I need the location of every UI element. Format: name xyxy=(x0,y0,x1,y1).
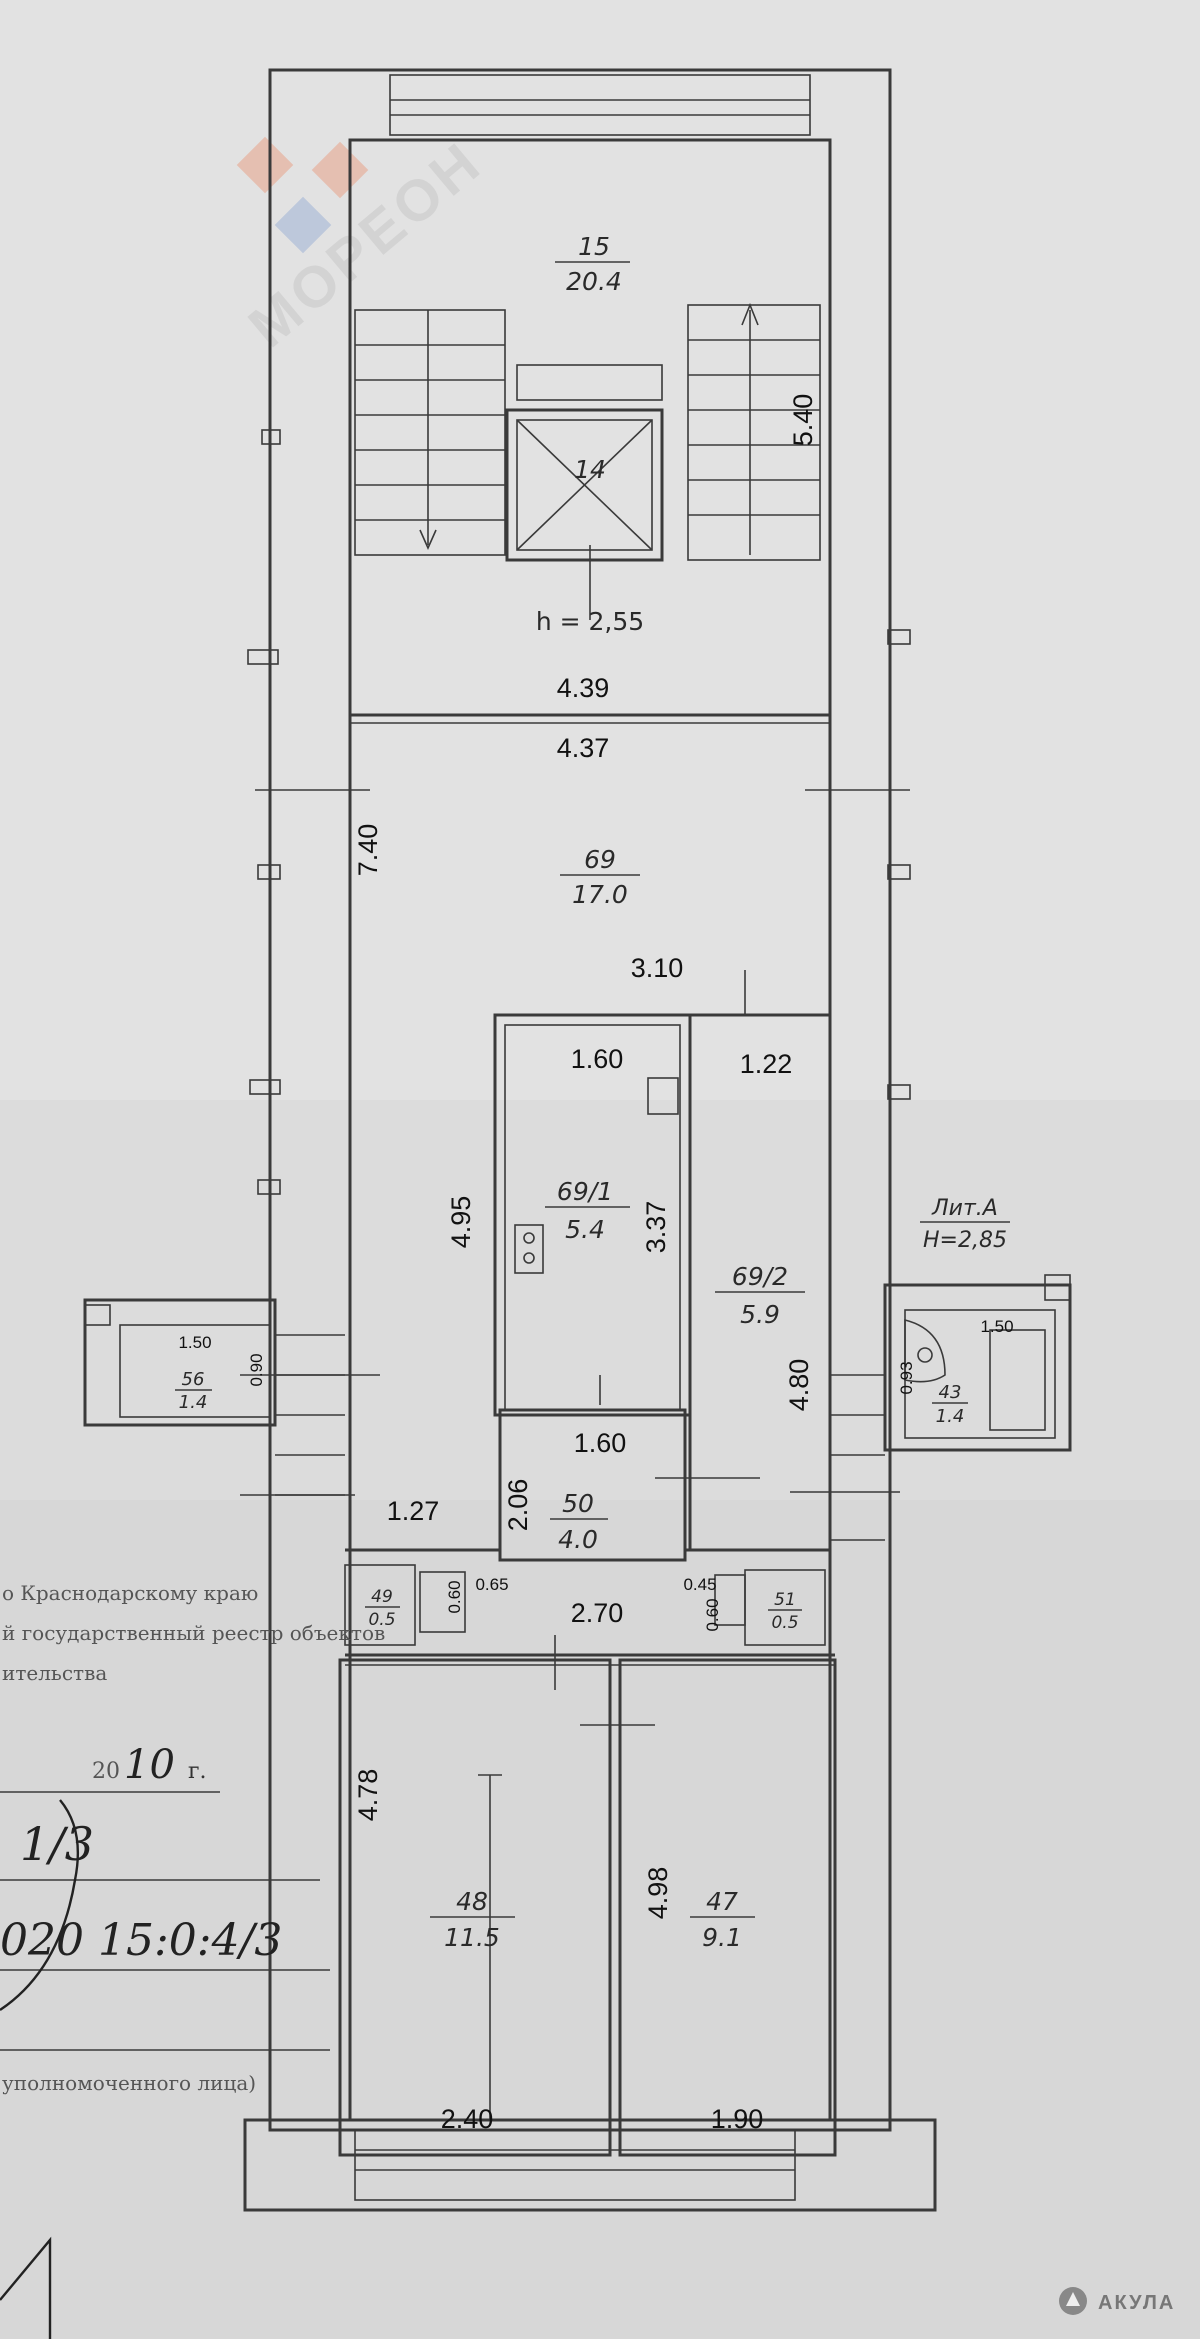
interior-walls xyxy=(345,713,830,1562)
footer-brand: АКУЛА xyxy=(1059,2287,1175,2315)
dim-0-90: 0.90 xyxy=(247,1353,266,1386)
dim-3-37: 3.37 xyxy=(641,1201,671,1254)
lit-name: Лит.А xyxy=(931,1196,998,1221)
dim-7-40: 7.40 xyxy=(353,824,383,877)
dim-2-40: 2.40 xyxy=(441,2104,494,2134)
dim-1-90: 1.90 xyxy=(711,2104,764,2134)
dim-4-78: 4.78 xyxy=(353,1769,383,1822)
stamp-year-suffix: г. xyxy=(188,1759,207,1784)
stamp-line-3: ительства xyxy=(2,1661,107,1685)
dim-5-40: 5.40 xyxy=(788,394,818,447)
room-50-area: 4.0 xyxy=(558,1525,598,1554)
stamp-bottom-line: уполномоченного лица) xyxy=(2,2071,256,2095)
dim-4-95: 4.95 xyxy=(446,1196,476,1249)
room-15-area: 20.4 xyxy=(566,267,622,296)
elevator-shaft xyxy=(505,364,664,620)
ceiling-height: h = 2,55 xyxy=(536,607,644,636)
room-51-id: 51 xyxy=(774,1590,796,1610)
dim-1-22: 1.22 xyxy=(740,1049,793,1079)
room-69-id: 69 xyxy=(584,845,616,874)
outer-walls xyxy=(243,68,937,2212)
dim-3-10: 3.10 xyxy=(631,953,684,983)
room-43-id: 43 xyxy=(939,1382,962,1403)
bottom-rooms xyxy=(338,1635,837,2157)
closets xyxy=(344,1564,826,1646)
dim-0-60-right: 0.60 xyxy=(703,1598,722,1631)
room-69-2-id: 69/2 xyxy=(732,1262,788,1291)
stamp-year-prefix: 20 xyxy=(92,1759,120,1784)
dimension-labels: 5.40 4.39 4.37 7.40 3.10 1.60 1.22 4.95 … xyxy=(178,394,1013,2134)
registration-stamp: о Краснодарскому краю й государственный … xyxy=(0,1581,385,2095)
stamp-line-2: й государственный реестр объектов xyxy=(2,1621,385,1645)
dim-0-45: 0.45 xyxy=(683,1575,716,1594)
room-labels: 15 20.4 14 69 17.0 69/1 5.4 69/2 5.9 50 … xyxy=(175,232,1010,1952)
dim-4-98: 4.98 xyxy=(643,1867,673,1920)
room-47-area: 9.1 xyxy=(702,1923,742,1952)
room-49-area: 0.5 xyxy=(368,1610,395,1630)
dim-1-60-top: 1.60 xyxy=(571,1044,624,1074)
stamp-year-value: 10 xyxy=(124,1742,175,1788)
right-balcony xyxy=(790,1274,1072,1541)
dim-1-50-left: 1.50 xyxy=(178,1333,211,1352)
dim-4-80: 4.80 xyxy=(784,1359,814,1412)
stamp-line-1: о Краснодарскому краю xyxy=(2,1581,258,1605)
dim-4-39: 4.39 xyxy=(557,673,610,703)
dim-1-50-right: 1.50 xyxy=(980,1317,1013,1336)
room-47-id: 47 xyxy=(706,1887,738,1916)
room-69-area: 17.0 xyxy=(572,880,628,909)
room-50-id: 50 xyxy=(562,1489,594,1518)
room-56-area: 1.4 xyxy=(179,1392,208,1413)
footer-brand-text: АКУЛА xyxy=(1098,2292,1175,2314)
lit-height: H=2,85 xyxy=(923,1228,1007,1253)
left-balcony xyxy=(83,1298,380,1496)
room-15-id: 15 xyxy=(578,232,610,261)
room-69-1-area: 5.4 xyxy=(565,1215,605,1244)
dim-2-06: 2.06 xyxy=(503,1479,533,1532)
room-43-area: 1.4 xyxy=(936,1406,965,1427)
room-48-area: 11.5 xyxy=(444,1923,500,1952)
room-69-2-area: 5.9 xyxy=(740,1300,780,1329)
room-56-id: 56 xyxy=(182,1369,205,1390)
dim-1-27: 1.27 xyxy=(387,1496,440,1526)
dim-0-65: 0.65 xyxy=(475,1575,508,1594)
stamp-number-2: 020 15:0:4/3 xyxy=(0,1915,282,1966)
room-51-area: 0.5 xyxy=(771,1613,798,1633)
dim-4-37: 4.37 xyxy=(557,733,610,763)
dim-0-60-left: 0.60 xyxy=(445,1580,464,1613)
stamp-number-1: 1/3 xyxy=(20,1817,94,1871)
dim-2-70: 2.70 xyxy=(571,1598,624,1628)
dim-1-60-mid: 1.60 xyxy=(574,1428,627,1458)
room-48-id: 48 xyxy=(456,1887,488,1916)
room-49-id: 49 xyxy=(371,1587,393,1607)
wall-ticks xyxy=(247,429,911,1195)
room-14-id: 14 xyxy=(574,455,606,484)
room-69-1-id: 69/1 xyxy=(557,1177,613,1206)
corner-mark xyxy=(0,2236,52,2339)
dim-0-93: 0.93 xyxy=(897,1361,916,1394)
stairwell xyxy=(354,302,821,561)
